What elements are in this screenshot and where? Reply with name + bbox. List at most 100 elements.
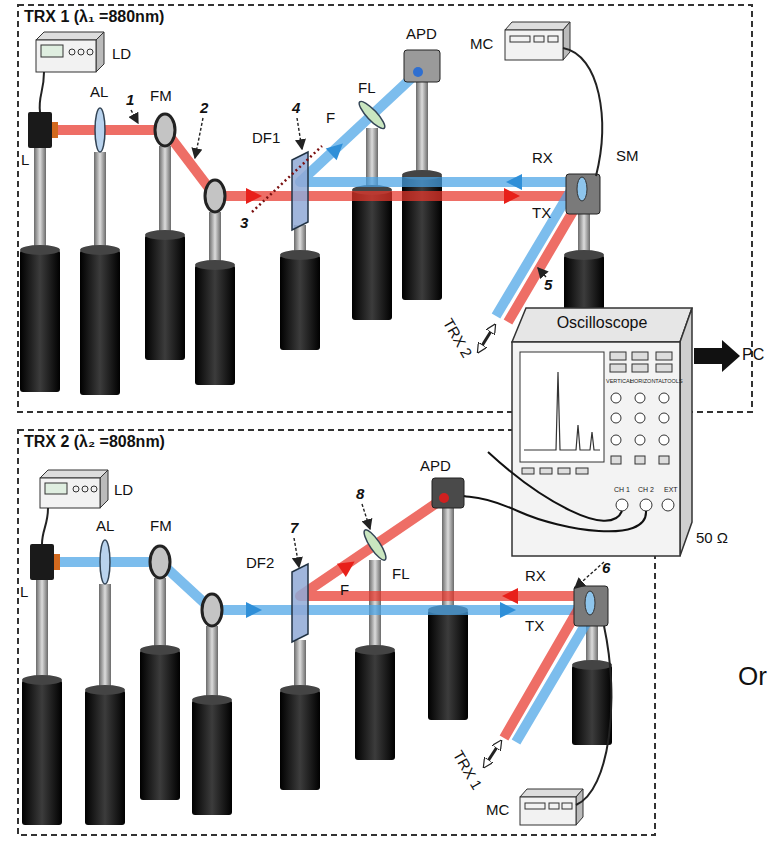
- oscilloscope-body: [659, 393, 669, 403]
- cut-off-text: Or: [738, 662, 767, 691]
- part-label: DF2: [246, 555, 274, 572]
- link-arrow: [480, 328, 499, 764]
- laser-driver: [41, 45, 63, 57]
- part-label: MC: [470, 36, 493, 53]
- panel-outline: [18, 5, 752, 835]
- output-label: PC: [742, 346, 764, 364]
- control-label: VERTICAL: [606, 378, 633, 384]
- panel-title: TRX 1 (λ₁ =880nm): [24, 8, 164, 26]
- folding-mirror: [205, 180, 225, 212]
- optical-post: [586, 625, 598, 665]
- callout-number: 2: [200, 100, 208, 117]
- oscilloscope-box: Oscilloscope: [512, 308, 692, 556]
- laser-driver: [78, 49, 84, 55]
- motion-controller: [563, 48, 602, 176]
- optical-post: [80, 250, 120, 395]
- optical-post: [206, 626, 218, 700]
- transceiver-panel: TRX 1 (λ₁ =880nm): [18, 5, 752, 412]
- part-label: SM: [616, 148, 639, 165]
- laser-driver: [36, 40, 96, 72]
- photodetector: [432, 478, 464, 508]
- oscilloscope-body: [576, 468, 588, 474]
- scanning-mirror: [574, 586, 608, 626]
- oscilloscope-body: [524, 372, 600, 450]
- channel-label: EXT: [664, 486, 678, 494]
- oscilloscope-body: [512, 308, 692, 342]
- laser-driver: [40, 470, 108, 478]
- oscilloscope-body: [611, 393, 621, 403]
- optical-post: [355, 645, 395, 655]
- motion-controller: [534, 36, 544, 42]
- lens: [100, 527, 389, 584]
- laser-diode: [28, 112, 58, 148]
- part-label: FM: [150, 518, 172, 535]
- optical-post: [355, 650, 395, 760]
- optical-post: [85, 685, 125, 695]
- part-label: L: [21, 152, 29, 169]
- oscilloscope-body: [659, 435, 669, 445]
- laser-driver: [45, 483, 67, 494]
- channel-label: CH 2: [638, 486, 654, 494]
- beam-direction-marker: [504, 188, 520, 204]
- oscilloscope-body: [512, 342, 680, 556]
- part-label: FM: [150, 88, 172, 105]
- folding-mirror: [150, 546, 222, 626]
- oscilloscope-body: [659, 456, 669, 464]
- oscilloscope-body: [558, 468, 570, 474]
- motion-controller: [548, 36, 558, 42]
- callout-leader: [362, 504, 370, 529]
- optical-post: [99, 584, 111, 690]
- part-label: DF1: [252, 130, 280, 147]
- callout-number: 4: [292, 100, 300, 117]
- motion-controller: [505, 22, 602, 176]
- motion-controller: [549, 803, 559, 809]
- folding-mirror: [155, 114, 225, 212]
- motion-controller: [505, 30, 563, 60]
- channel-label: CH 1: [614, 486, 630, 494]
- beam-direction-marker: [337, 555, 359, 577]
- optical-post: [80, 245, 120, 255]
- oscilloscope-body: [635, 456, 645, 464]
- part-label: LD: [112, 46, 131, 63]
- part-label: APD: [406, 26, 437, 43]
- oscilloscope-body: [635, 435, 645, 445]
- callout-number: 8: [356, 486, 364, 503]
- scanning-mirror: [566, 174, 600, 214]
- optical-post: [36, 580, 48, 680]
- photodetector: [439, 493, 449, 503]
- lens: [361, 527, 389, 562]
- callout-leader: [575, 562, 604, 588]
- optical-post: [294, 640, 306, 690]
- signal-cable: [488, 452, 622, 521]
- control-label: TOOLS: [664, 378, 683, 384]
- callout-number: 5: [544, 277, 552, 294]
- oscilloscope-body: [610, 352, 626, 360]
- motion-controller: [563, 22, 570, 60]
- optical-post: [22, 675, 62, 685]
- lens: [95, 98, 388, 152]
- laser-driver: [73, 486, 79, 492]
- laser-driver: [91, 486, 97, 492]
- scanning-mirror: [577, 177, 587, 201]
- oscilloscope-body: [611, 435, 621, 445]
- part-label: MC: [486, 802, 509, 819]
- oscilloscope-body: [632, 364, 648, 372]
- beam-direction-marker: [246, 602, 262, 618]
- laser-driver: [100, 470, 108, 508]
- beam-direction-marker: [246, 188, 262, 204]
- motion-controller: [520, 789, 583, 797]
- optical-post: [140, 645, 180, 655]
- beam-direction-marker: [506, 174, 522, 190]
- lens: [356, 98, 388, 131]
- part-label: TX: [525, 618, 544, 635]
- dichroic-filter: [292, 152, 308, 230]
- optical-post: [209, 212, 221, 265]
- callout-number: 6: [602, 560, 610, 577]
- optical-post: [195, 260, 235, 270]
- callout-leader: [538, 268, 546, 277]
- callout-leader: [195, 118, 203, 158]
- optical-post: [280, 255, 320, 350]
- dichroic-filter: [292, 152, 308, 230]
